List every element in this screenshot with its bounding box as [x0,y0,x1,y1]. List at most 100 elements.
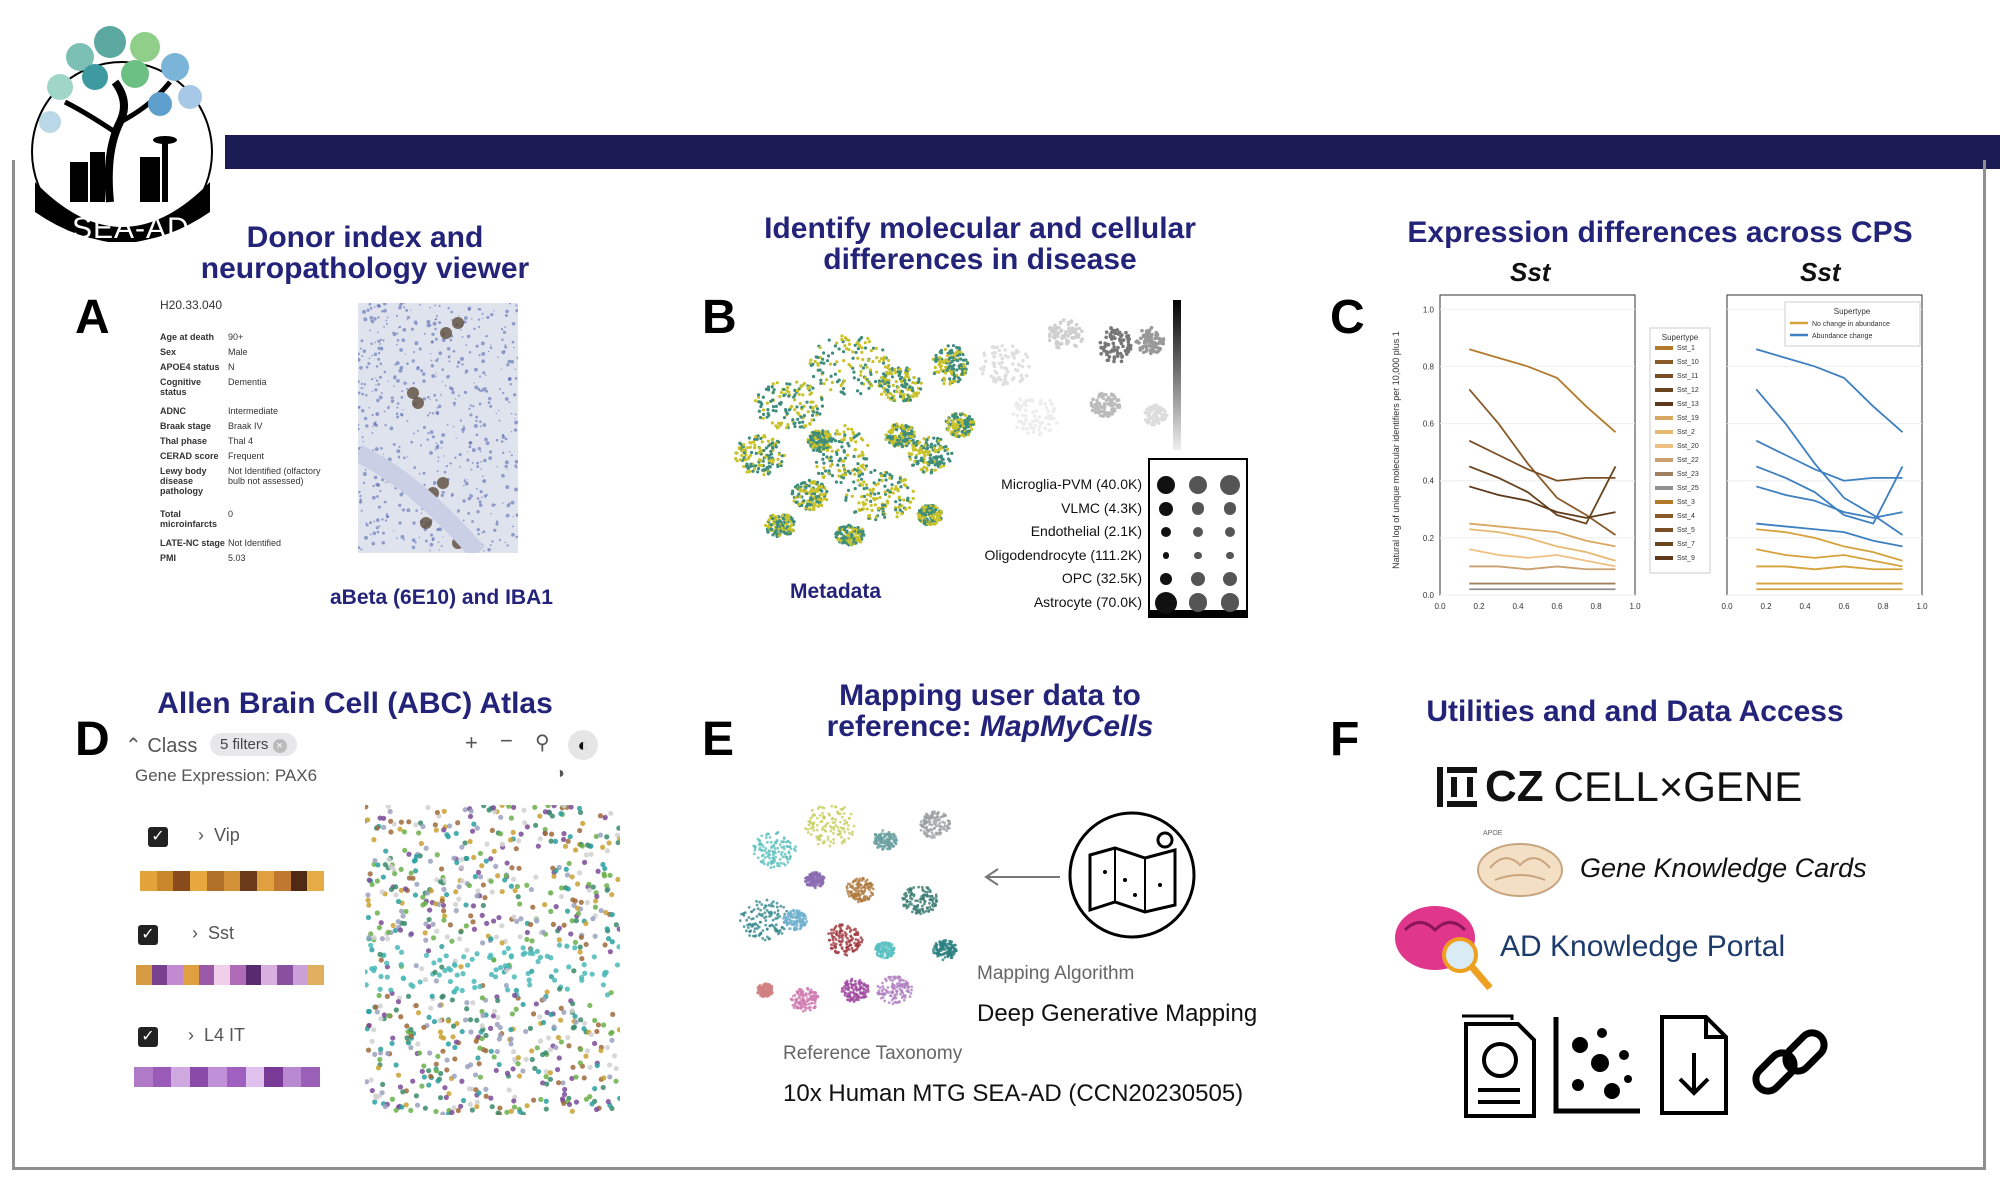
strip-segment [277,965,293,985]
row-sst-text: Sst [208,923,235,943]
panel-f-letter: F [1330,713,1360,766]
legend-item: Sst_3 [1677,499,1695,506]
ad-knowledge-portal-link[interactable]: AD Knowledge Portal [1500,930,1786,963]
checkbox-vip[interactable]: ✓ [148,827,168,847]
row-l4-it-text: L4 IT [204,1025,246,1045]
brain-magnifier-icon [1390,900,1500,1000]
panel-d-title: Allen Brain Cell (ABC) Atlas [157,687,553,720]
taxonomy-value[interactable]: 10x Human MTG SEA-AD (CCN20230505) [783,1080,1244,1107]
legend-item: Sst_11 [1677,373,1698,380]
strip-segment [226,1067,246,1087]
dotplot-row-label: Oligodendrocyte (111.2K) [984,546,1142,563]
contrast-icon[interactable]: ◐ [568,730,598,760]
legend-item: Sst_20 [1677,443,1699,450]
checkbox-l4-it[interactable]: ✓ [138,1027,158,1047]
series-line [1755,439,1903,482]
strip-segment [264,1067,283,1087]
chevron-up-icon: ⌃ [125,735,142,757]
expression-strip-l4-it [134,1067,320,1087]
panel-e-title-line2: reference: MapMyCells [760,711,1220,742]
algorithm-value[interactable]: Deep Generative Mapping [977,1000,1258,1027]
strip-segment [282,1067,302,1087]
series-line [1468,485,1616,519]
row-vip-label[interactable]: › Vip [198,825,240,846]
link-icon[interactable] [1745,1020,1835,1115]
zoom-in-icon[interactable]: + [465,730,478,755]
strip-segment [301,1067,320,1087]
x-tick-label: 0.2 [1760,602,1772,611]
donor-field-label: Total microinfarcts [160,509,218,529]
donor-field-value: Braak IV [228,421,263,431]
x-tick-label: 0.8 [1590,602,1602,611]
donor-field-value: 0 [228,509,234,519]
legend-item: Sst_19 [1677,415,1699,422]
gene-expression-label: Gene Expression: PAX6 [135,766,318,785]
panel-a-title: Donor index and neuropathology viewer [150,222,580,284]
panel-a-letter: A [75,291,110,344]
strip-segment [214,965,231,985]
dotplot-dot [1223,502,1237,515]
y-tick-label: 0.8 [1423,362,1435,371]
panel-e-title-line1: Mapping user data to [839,679,1141,712]
checkbox-sst[interactable]: ✓ [138,925,158,945]
cellxgene-logo[interactable]: CZ CELL×GENE [1435,762,1802,812]
dotplot-dot [1194,551,1202,560]
dotplot-row-label: OPC (32.5K) [1061,570,1142,586]
cellxgene-text: CELL×GENE [1553,763,1803,810]
panel-c-title: Expression differences across CPS [1407,216,1913,249]
panel-f-title: Utilities and and Data Access [1426,695,1844,728]
filter-chip[interactable]: 5 filters × [210,733,297,756]
donor-field-label: Lewy body disease pathology [160,466,207,496]
contrast-toggle-icon[interactable]: ◑ [555,765,565,782]
gene-knowledge-cards-link[interactable]: Gene Knowledge Cards [1580,853,1867,883]
strip-segment [189,1067,209,1087]
download-file-icon[interactable] [1658,1013,1730,1123]
x-tick-label: 0.2 [1473,602,1485,611]
dotplot-dot [1162,552,1170,559]
zoom-out-icon[interactable]: − [500,728,513,753]
close-icon[interactable]: × [272,739,287,753]
panel-e-title-italic: MapMyCells [980,710,1154,743]
row-l4-it-label[interactable]: › L4 IT [188,1025,245,1046]
strip-segment [257,871,274,891]
series-line [1756,565,1903,571]
donor-field-label: ADNC [160,406,186,416]
panel-c-letter: C [1330,291,1365,344]
search-icon[interactable]: ⚲ [535,732,550,754]
series-line [1469,548,1616,568]
donor-field-value: Frequent [228,451,265,461]
legend-left: SupertypeSst_1Sst_10Sst_11Sst_12Sst_13Ss… [1649,327,1711,574]
series-line [1469,522,1616,548]
dotplot-dot [1224,526,1236,538]
reference-umap [735,790,985,1030]
expression-strip-sst [136,965,325,985]
dotplot-row-label: Astrocyte (70.0K) [1033,593,1142,610]
strip-segment [223,871,241,891]
x-tick-label: 0.6 [1838,602,1850,611]
expression-strip-vip [140,871,325,891]
dotplot-dot [1159,572,1173,586]
class-selector[interactable]: ⌃ Class [125,733,197,758]
donor-field-label: Cognitive status [160,377,202,397]
x-tick-label: 0.4 [1799,602,1811,611]
scatter-plot-icon[interactable] [1552,1015,1642,1120]
x-tick-label: 0.0 [1434,602,1446,611]
series-line [1756,548,1903,568]
map-icon [1065,810,1200,945]
donor-id: H20.33.040 [160,298,223,312]
dotplot-dot [1191,572,1205,586]
panel-d-letter: D [75,713,110,766]
chevron-right-icon: › [192,923,198,943]
document-icon[interactable] [1460,1010,1540,1125]
chart-frame [1439,294,1636,596]
strip-segment [292,965,309,985]
row-sst-label[interactable]: › Sst [192,923,234,944]
dotplot-row-label: VLMC (4.3K) [1061,499,1142,516]
strip-segment [171,1067,190,1087]
panel-b-letter: B [702,291,737,344]
donor-field-label: Braak stage [160,421,212,431]
legend-item: Abundance change [1812,333,1872,340]
svg-text:Supertype: Supertype [1834,307,1871,316]
algorithm-label: Mapping Algorithm [977,963,1135,984]
x-tick-label: 1.0 [1916,602,1928,611]
